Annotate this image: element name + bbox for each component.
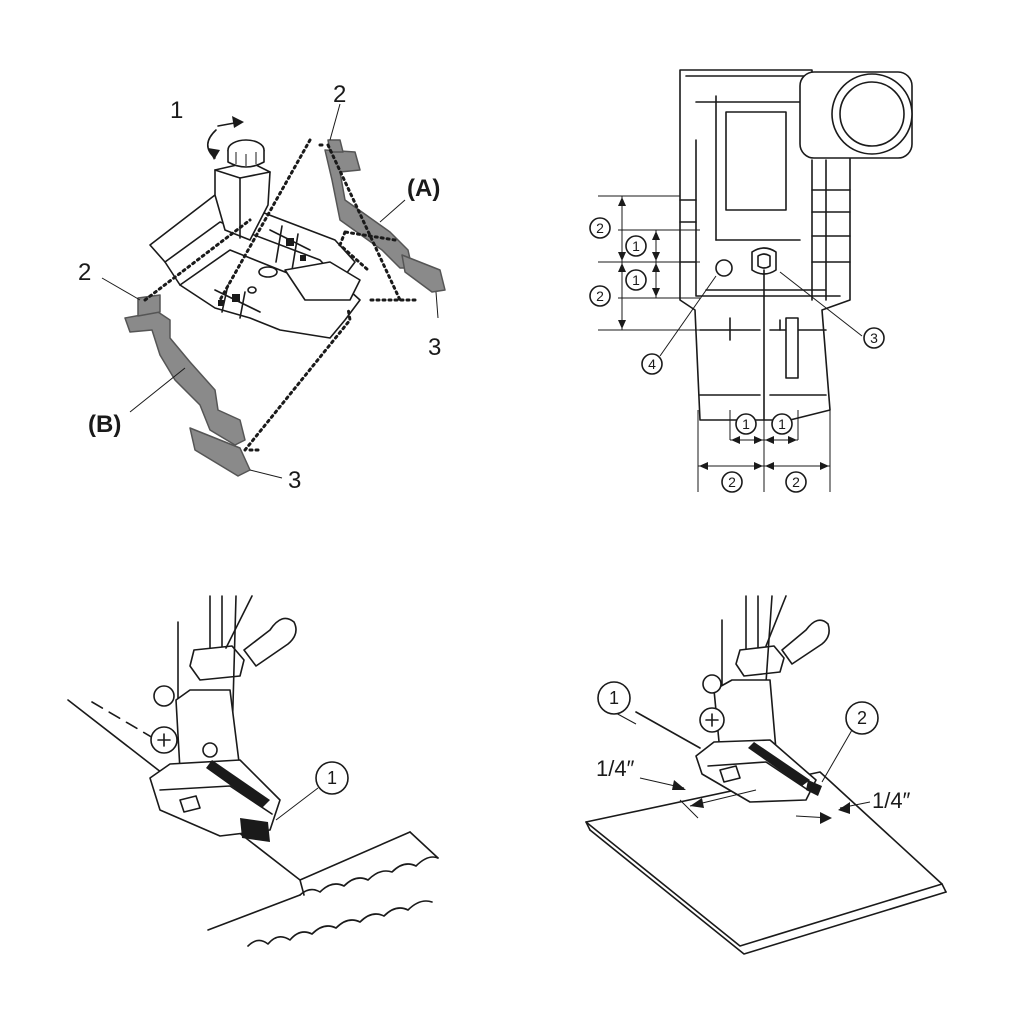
sewing-machine-foot-assembly [695, 595, 830, 803]
marker-2-bottom-right: 2 [857, 708, 867, 728]
panel-quarter-inch-seam: 1 2 1/4″ 1/4″ [585, 595, 947, 955]
guide-b [124, 294, 251, 477]
presser-foot [149, 139, 361, 339]
marker-1-bottom-left: 1 [327, 768, 337, 788]
dim-1-upper: 1 [632, 238, 640, 254]
dim-2-upper: 2 [596, 220, 604, 236]
label-a: (A) [407, 175, 440, 202]
callout-3-right: 3 [428, 334, 441, 361]
marker-1-bottom-right: 1 [609, 688, 619, 708]
dim-2-lower: 2 [596, 288, 604, 304]
panel-guide-attachment: 1 2 2 3 3 (A) (B) [78, 81, 446, 494]
callout-2-top: 2 [333, 81, 346, 108]
callout-1: 1 [170, 97, 183, 124]
panel-foot-dimensions: 2 1 1 2 3 4 [589, 69, 913, 493]
marker-3: 3 [870, 330, 878, 346]
dim-1-bottom-right: 1 [778, 416, 786, 432]
dim-1-lower: 1 [632, 272, 640, 288]
callout-3-bottom: 3 [288, 467, 301, 494]
measure-left: 1/4″ [596, 756, 635, 781]
callout-2-left: 2 [78, 259, 91, 286]
dim-1-bottom-left: 1 [742, 416, 750, 432]
label-b: (B) [88, 411, 121, 438]
marker-4: 4 [648, 356, 656, 372]
measure-right: 1/4″ [872, 788, 911, 813]
adjust-knob [799, 71, 913, 159]
dim-2-bottom-right: 2 [792, 474, 800, 490]
dim-2-bottom-left: 2 [728, 474, 736, 490]
sewing-machine-needle-assembly [149, 595, 297, 842]
panel-edge-sewing: 1 [67, 595, 439, 947]
